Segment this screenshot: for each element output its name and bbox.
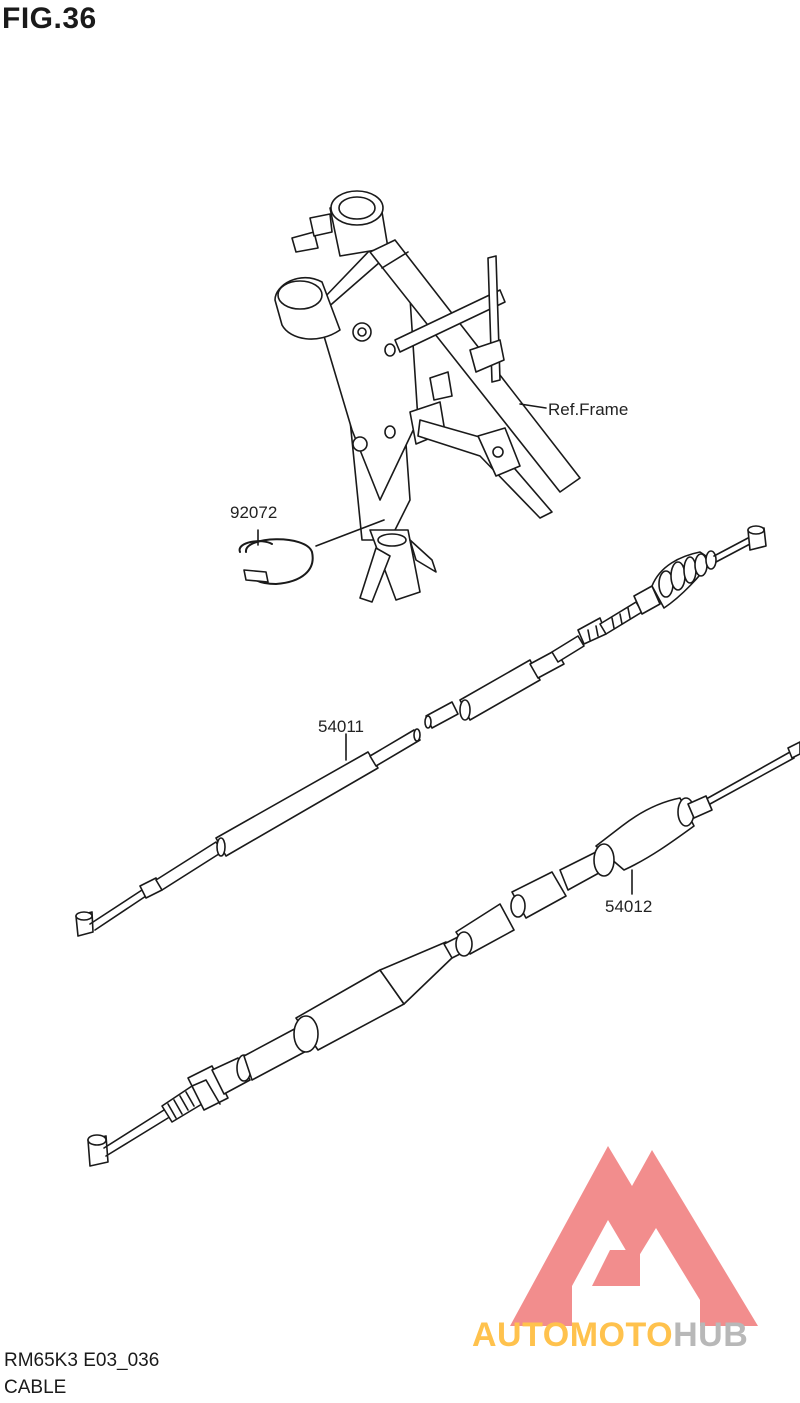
callout-92072: 92072 <box>230 503 278 522</box>
cable-clamp-92072 <box>238 519 385 585</box>
frame-illustration <box>274 190 581 603</box>
clutch-cable-54011 <box>75 525 767 937</box>
footer-model-code: RM65K3 E03_036 <box>4 1350 160 1371</box>
footer-section-name: CABLE <box>4 1377 67 1398</box>
watermark-logo-icon <box>510 1146 758 1326</box>
watermark-word-2: MOTO <box>569 1316 674 1354</box>
callout-ref-frame: Ref.Frame <box>548 400 629 419</box>
watermark-word-1: AUTO <box>472 1316 570 1354</box>
figure-title: FIG.36 <box>2 2 97 35</box>
callout-54011: 54011 <box>318 717 365 736</box>
watermark-text: AUTOMOTOHUB <box>472 1316 748 1355</box>
throttle-cable-54012 <box>87 741 800 1167</box>
callout-54012: 54012 <box>605 897 653 916</box>
watermark-word-3: HUB <box>673 1316 749 1354</box>
